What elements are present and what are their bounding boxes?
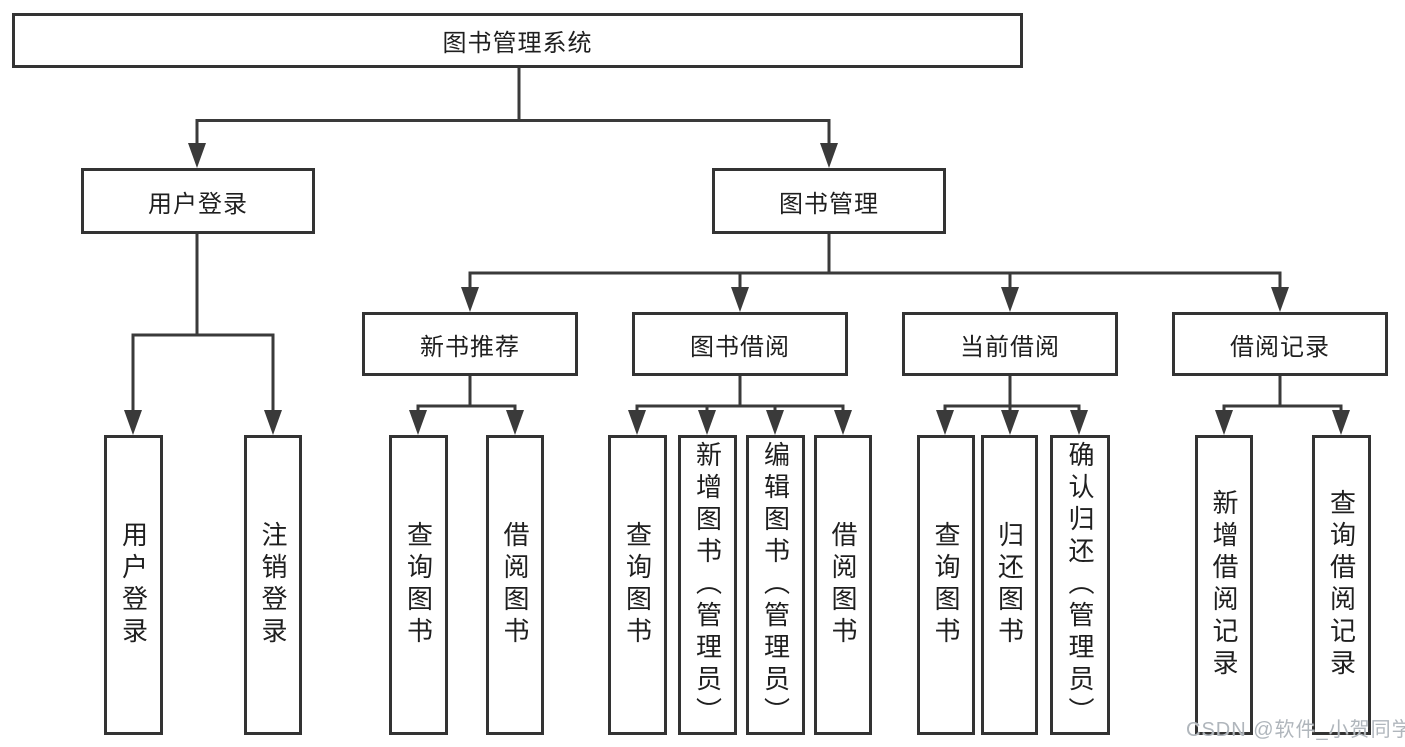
- node-root-library-system: 图书管理系统: [12, 13, 1023, 68]
- node-label: 借阅记录: [1230, 333, 1330, 361]
- leaf-label: 新增图书（管理员）: [692, 441, 723, 729]
- node-new-book-recommend: 新书推荐: [362, 312, 578, 376]
- leaf-label: 确认归还（管理员）: [1065, 441, 1095, 729]
- node-borrowing-records: 借阅记录: [1172, 312, 1388, 376]
- node-user-login: 用户登录: [81, 168, 315, 234]
- leaf-label: 归还图书: [994, 521, 1025, 649]
- leaf-label: 查询图书: [931, 521, 961, 649]
- leaf-label: 用户登录: [118, 521, 149, 649]
- node-label: 当前借阅: [960, 333, 1060, 361]
- leaf-add-borrow-record: 新增借阅记录: [1195, 435, 1253, 735]
- leaf-label: 查询图书: [622, 521, 653, 649]
- node-book-management: 图书管理: [712, 168, 946, 234]
- node-label: 用户登录: [148, 190, 248, 218]
- node-label: 图书管理系统: [442, 30, 593, 57]
- leaf-label: 查询借阅记录: [1326, 489, 1357, 681]
- node-current-borrowing: 当前借阅: [902, 312, 1118, 376]
- leaf-label: 借阅图书: [500, 521, 530, 649]
- leaf-add-book-admin: 新增图书（管理员）: [678, 435, 737, 735]
- node-label: 图书借阅: [690, 333, 790, 361]
- leaf-query-borrow-record: 查询借阅记录: [1312, 435, 1371, 735]
- leaf-query-books-recommend: 查询图书: [389, 435, 448, 735]
- leaf-label: 注销登录: [258, 521, 288, 649]
- node-label: 图书管理: [779, 190, 879, 218]
- leaf-query-books-current: 查询图书: [917, 435, 975, 735]
- leaf-return-books: 归还图书: [981, 435, 1038, 735]
- leaf-borrow-books-recommend: 借阅图书: [486, 435, 544, 735]
- node-label: 新书推荐: [420, 333, 520, 361]
- leaf-label: 查询图书: [403, 521, 434, 649]
- node-book-borrowing: 图书借阅: [632, 312, 848, 376]
- leaf-logout: 注销登录: [244, 435, 302, 735]
- leaf-query-books-borrowing: 查询图书: [608, 435, 667, 735]
- leaf-user-login: 用户登录: [104, 435, 163, 735]
- leaf-edit-book-admin: 编辑图书（管理员）: [746, 435, 805, 735]
- leaf-confirm-return-admin: 确认归还（管理员）: [1050, 435, 1110, 735]
- leaf-borrow-books-borrowing: 借阅图书: [814, 435, 872, 735]
- csdn-watermark: CSDN @软件_小贺同学: [1186, 719, 1405, 741]
- leaf-label: 编辑图书（管理员）: [760, 441, 791, 729]
- leaf-label: 新增借阅记录: [1209, 489, 1239, 681]
- leaf-label: 借阅图书: [828, 521, 858, 649]
